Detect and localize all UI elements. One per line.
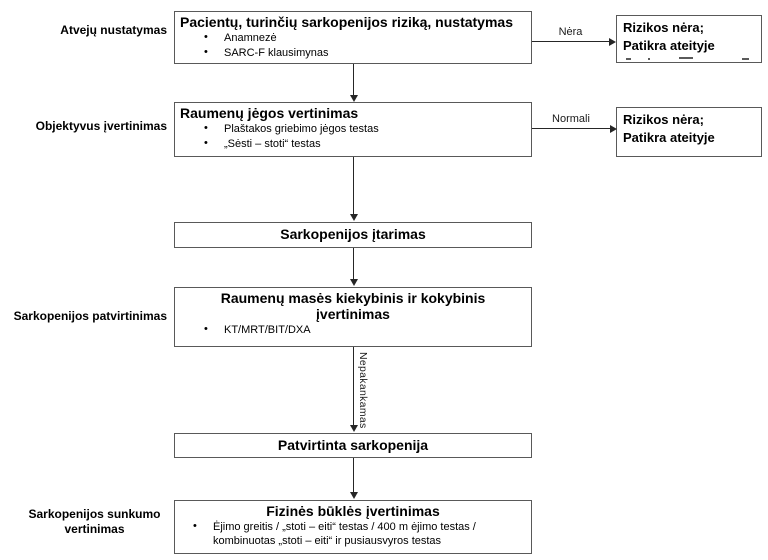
flow-box-muscle-mass: Raumenų masės kiekybinis ir kokybinis įv… bbox=[174, 287, 532, 347]
stage-label-confirmation: Sarkopenijos patvirtinimas bbox=[13, 309, 167, 323]
stage-label-case-finding: Atvejų nustatymas bbox=[60, 23, 167, 37]
arrow-down-5 bbox=[353, 458, 354, 492]
bullet-text: KT/MRT/BIT/DXA bbox=[224, 324, 311, 337]
bullet-icon: • bbox=[204, 31, 208, 44]
bullet-item: • Anamnezė bbox=[175, 31, 531, 45]
outcome-line: Rizikos nėra; bbox=[623, 20, 704, 35]
flow-box-case-finding: Pacientų, turinčių sarkopenijos riziką, … bbox=[174, 11, 532, 64]
outcome-line: Rizikos nėra; bbox=[623, 112, 704, 127]
flow-box-confirmed-sarcopenia: Patvirtinta sarkopenija bbox=[174, 433, 532, 458]
arrowhead-down-icon bbox=[350, 95, 358, 102]
flow-box-physical-performance: Fizinės būklės įvertinimas • Ėjimo greiti… bbox=[174, 500, 532, 554]
bullet-icon: • bbox=[193, 520, 197, 533]
outcome-line: Patikra ateityje bbox=[623, 38, 715, 54]
outcome-box-no-risk-2: Rizikos nėra; Patikra ateityje bbox=[616, 107, 762, 157]
bullet-item: • KT/MRT/BIT/DXA bbox=[175, 323, 531, 337]
arrow-down-1 bbox=[353, 64, 354, 95]
bullet-icon: • bbox=[204, 323, 208, 336]
arrow-label-nera: Nėra bbox=[558, 26, 583, 38]
arrowhead-right-icon bbox=[610, 125, 617, 133]
arrowhead-right-icon bbox=[609, 38, 616, 46]
arrow-right-1 bbox=[532, 41, 609, 42]
arrowhead-down-icon bbox=[350, 214, 358, 221]
arrow-down-3 bbox=[353, 248, 354, 279]
clipped-text-remnant bbox=[742, 58, 749, 60]
bullet-text: „Sėsti – stoti“ testas bbox=[224, 138, 321, 151]
bullet-icon: • bbox=[204, 122, 208, 135]
flow-box-muscle-strength: Raumenų jėgos vertinimas • Plaštakos grie… bbox=[174, 102, 532, 157]
arrowhead-down-icon bbox=[350, 279, 358, 286]
flow-box-sarcopenia-suspicion: Sarkopenijos įtarimas bbox=[174, 222, 532, 248]
flow-box-title: Fizinės būklės įvertinimas bbox=[266, 503, 440, 519]
clipped-text-remnant bbox=[648, 58, 650, 60]
outcome-box-no-risk-1: Rizikos nėra; Patikra ateityje bbox=[616, 15, 762, 63]
stage-label-objective-assessment: Objektyvus įvertinimas bbox=[35, 119, 167, 133]
arrow-label-nepakankamas: Nepakankamas bbox=[357, 352, 369, 429]
flow-box-title: Raumenų masės kiekybinis ir kokybinis įv… bbox=[220, 290, 486, 323]
flow-box-title: Pacientų, turinčių sarkopenijos riziką, … bbox=[180, 14, 513, 30]
bullet-text: Plaštakos griebimo jėgos testas bbox=[224, 123, 379, 136]
arrow-down-4 bbox=[353, 347, 354, 425]
arrow-right-2 bbox=[532, 128, 610, 129]
clipped-text-remnant bbox=[626, 58, 631, 60]
bullet-icon: • bbox=[204, 46, 208, 59]
stage-label-severity: Sarkopenijos sunkumo vertinimas bbox=[28, 507, 161, 536]
arrowhead-down-icon bbox=[350, 492, 358, 499]
arrow-down-2 bbox=[353, 157, 354, 214]
bullet-text: Anamnezė bbox=[224, 32, 277, 45]
bullet-item: • Plaštakos griebimo jėgos testas bbox=[175, 122, 531, 136]
flow-box-title: Patvirtinta sarkopenija bbox=[277, 437, 429, 453]
bullet-text: SARC-F klausimynas bbox=[224, 47, 329, 60]
bullet-item: • SARC-F klausimynas bbox=[175, 46, 531, 60]
clipped-text-remnant bbox=[679, 57, 693, 59]
arrowhead-down-icon bbox=[350, 425, 358, 432]
arrow-label-normali: Normali bbox=[552, 113, 590, 125]
bullet-text: Ėjimo greitis / „stoti – eiti“ testas / … bbox=[213, 521, 476, 548]
bullet-item: • „Sėsti – stoti“ testas bbox=[175, 137, 531, 151]
flow-box-title: Sarkopenijos įtarimas bbox=[280, 226, 426, 242]
flow-box-title: Raumenų jėgos vertinimas bbox=[180, 105, 359, 121]
outcome-line: Patikra ateityje bbox=[623, 130, 715, 146]
bullet-item: • Ėjimo greitis / „stoti – eiti“ testas /… bbox=[175, 520, 531, 549]
bullet-icon: • bbox=[204, 137, 208, 150]
